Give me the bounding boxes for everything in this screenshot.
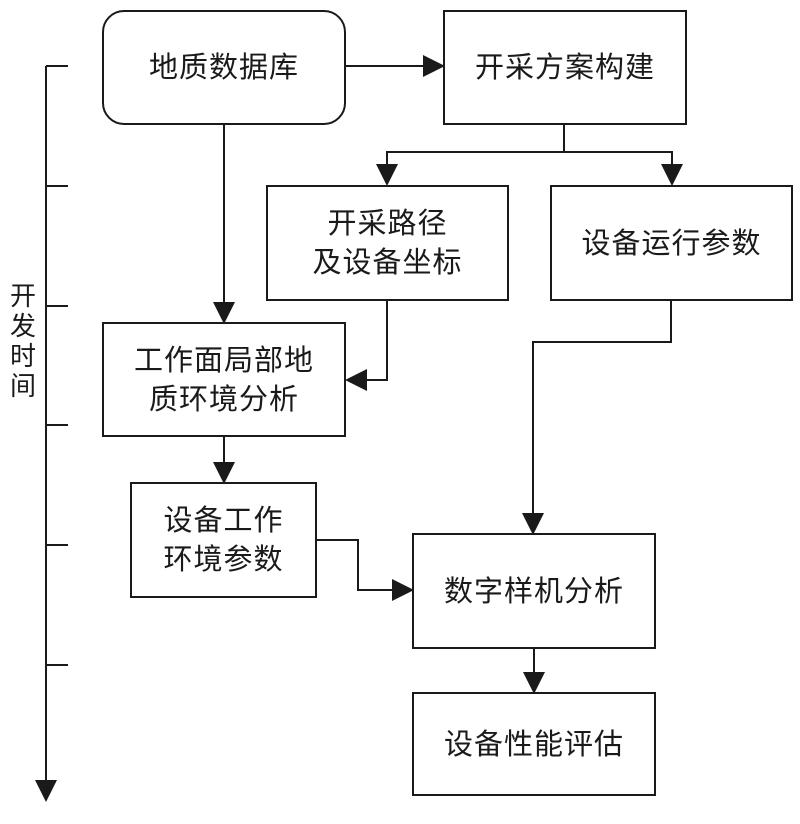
node-work-env: 设备工作 环境参数 bbox=[130, 482, 317, 598]
node-equip-params: 设备运行参数 bbox=[550, 185, 793, 301]
node-label: 开采方案构建 bbox=[474, 50, 655, 84]
node-label-line1: 工作面局部地 bbox=[133, 342, 314, 377]
node-local-geo: 工作面局部地 质环境分析 bbox=[102, 322, 346, 437]
node-label: 设备运行参数 bbox=[581, 225, 762, 260]
node-label-line2: 质环境分析 bbox=[148, 381, 299, 416]
node-perf-eval: 设备性能评估 bbox=[412, 692, 656, 796]
axis-char: 发 bbox=[9, 312, 36, 342]
node-label: 设备性能评估 bbox=[443, 726, 624, 761]
time-axis-label: 开 发 时 间 bbox=[8, 282, 38, 402]
axis-char: 开 bbox=[9, 282, 36, 312]
node-digital-proto: 数字样机分析 bbox=[412, 533, 656, 649]
axis-char: 间 bbox=[9, 372, 36, 402]
arrow-params-to-proto bbox=[522, 300, 672, 535]
arrow-env-to-proto bbox=[317, 539, 414, 601]
node-label-line2: 环境参数 bbox=[163, 542, 284, 576]
node-mining-path: 开采路径 及设备坐标 bbox=[266, 185, 509, 301]
node-label-line1: 设备工作 bbox=[163, 503, 284, 537]
node-label: 数字样机分析 bbox=[443, 573, 624, 608]
node-mining-plan: 开采方案构建 bbox=[443, 10, 687, 125]
node-geo-database: 地质数据库 bbox=[102, 10, 346, 125]
arrow-path-to-local bbox=[345, 300, 388, 391]
arrow-plan-to-path bbox=[376, 124, 565, 186]
axis-char: 时 bbox=[9, 342, 36, 372]
node-label-line2: 及设备坐标 bbox=[312, 245, 463, 279]
time-axis-ticks bbox=[46, 65, 68, 666]
node-label-line1: 开采路径 bbox=[327, 206, 448, 240]
arrow-plan-to-params bbox=[564, 151, 683, 186]
node-label: 地质数据库 bbox=[148, 50, 299, 84]
